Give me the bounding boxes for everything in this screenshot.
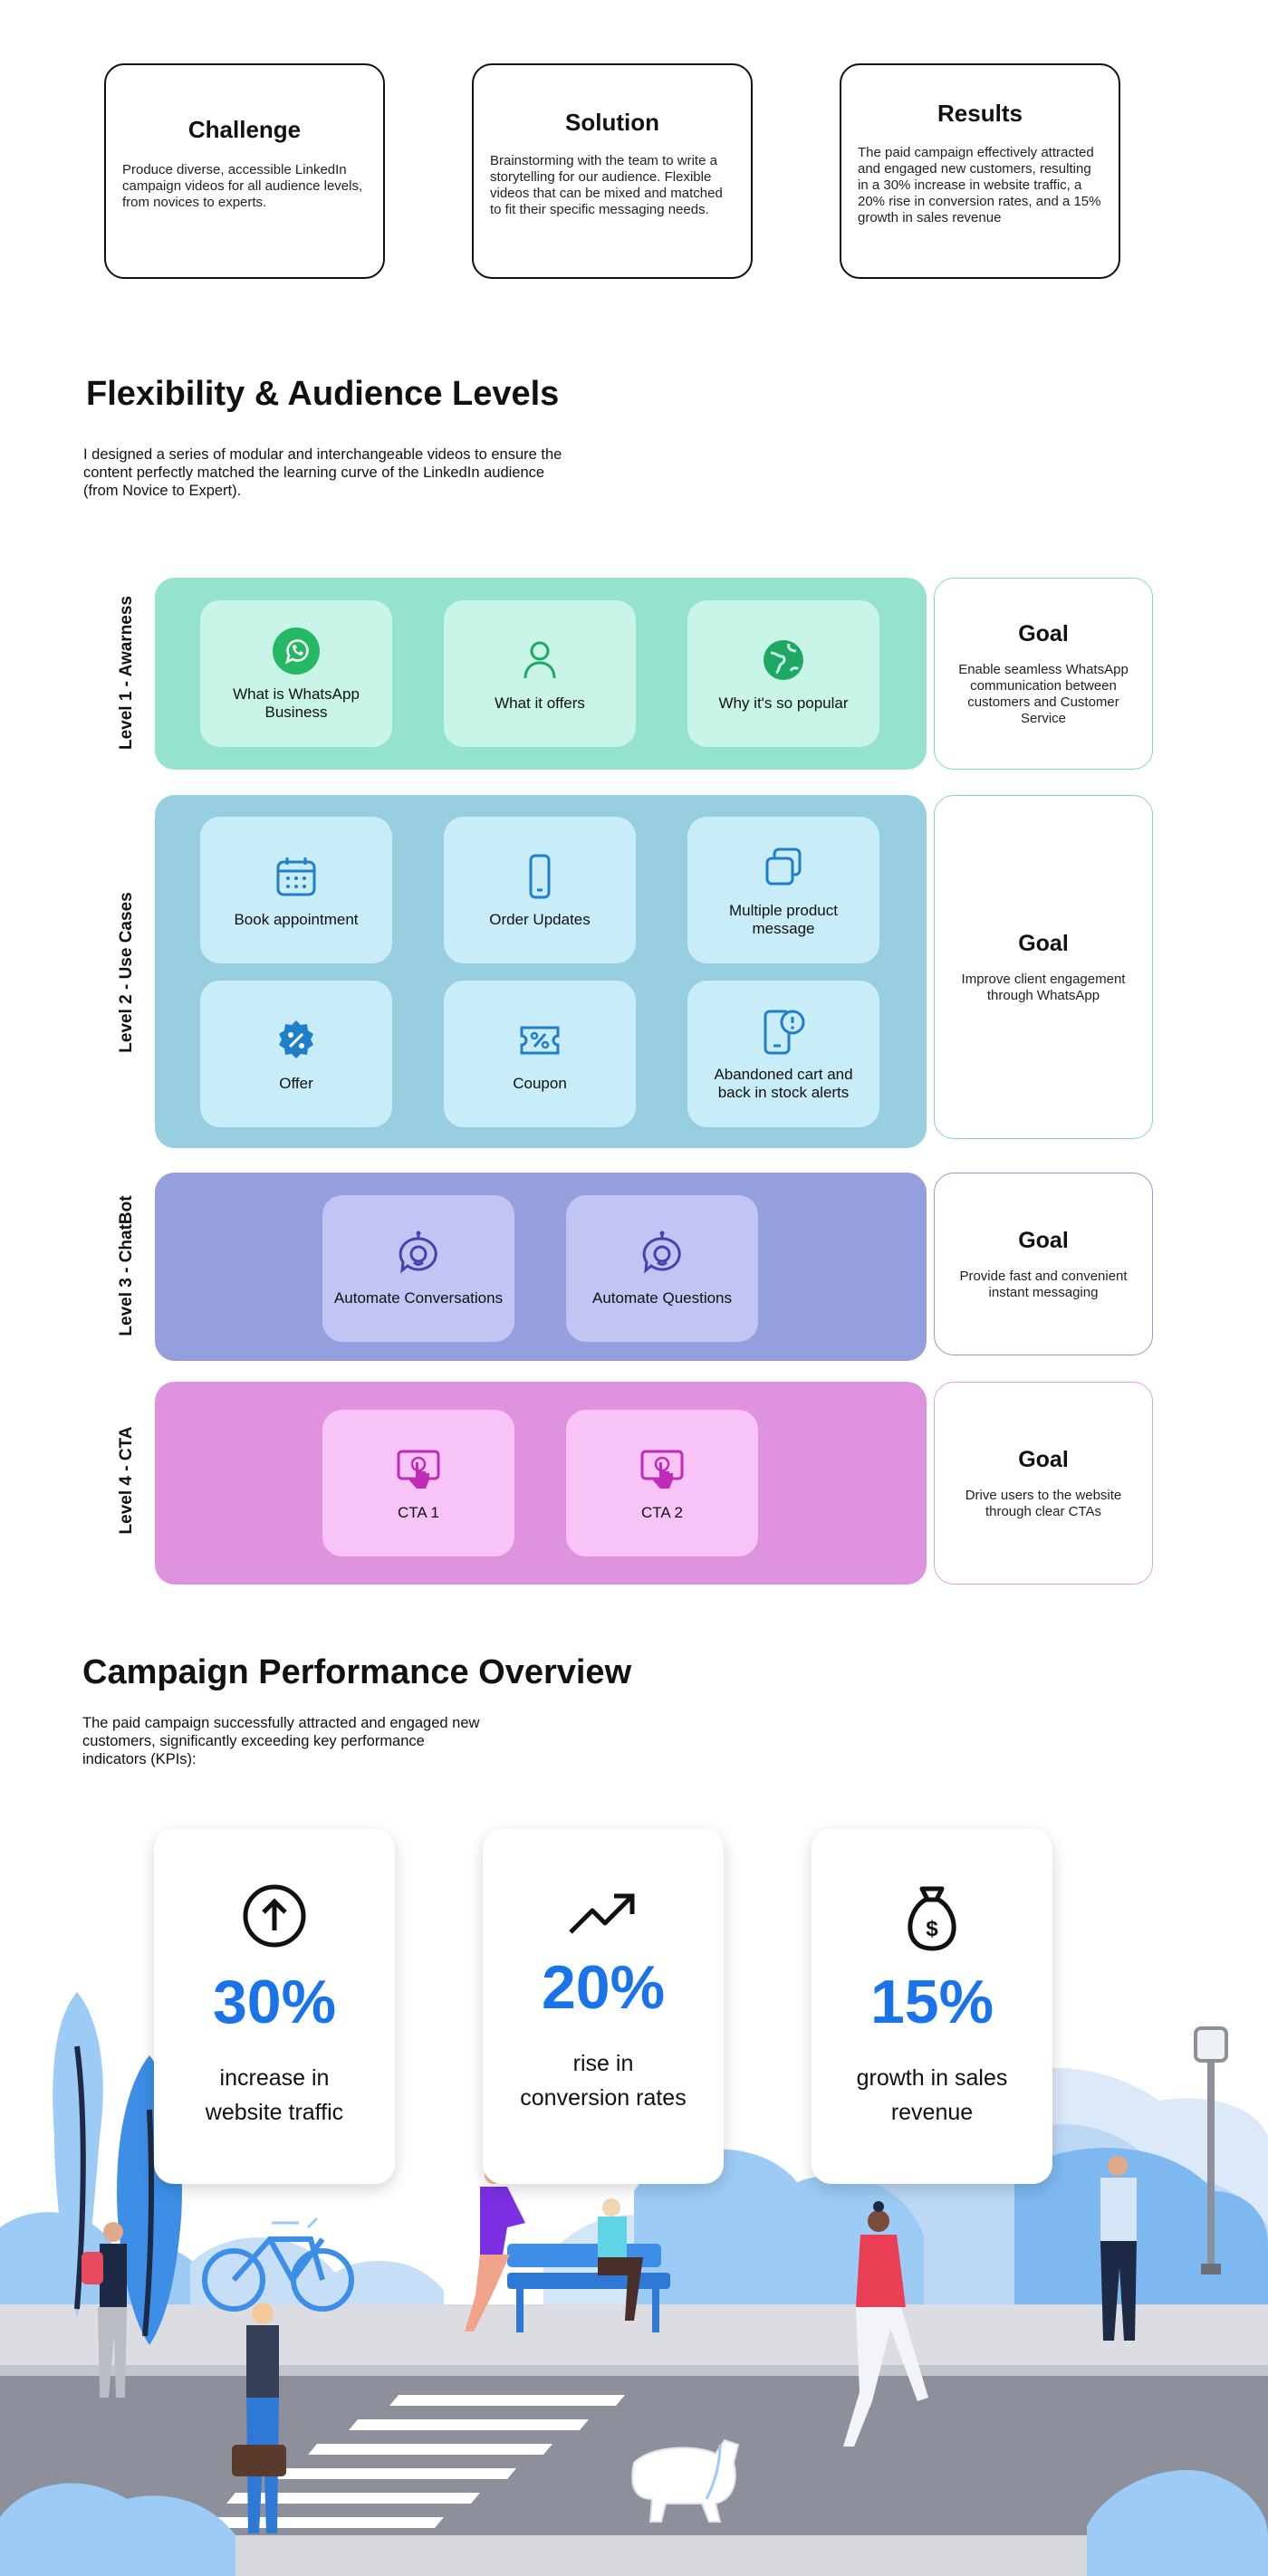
results-card: Results The paid campaign effectively at… bbox=[840, 63, 1120, 279]
goal-text: Improve client engagement through WhatsA… bbox=[961, 971, 1126, 1003]
whatsapp-icon bbox=[271, 626, 322, 676]
level-3-goal-card: Goal Provide fast and convenient instant… bbox=[934, 1173, 1153, 1355]
goal-title: Goal bbox=[1018, 1446, 1069, 1472]
challenge-text: Produce diverse, accessible LinkedIn cam… bbox=[122, 162, 363, 210]
solution-card: Solution Brainstorming with the team to … bbox=[472, 63, 753, 279]
kpi-value: 15% bbox=[869, 1968, 994, 2036]
tile-cta-1[interactable]: CTA 1 bbox=[322, 1410, 514, 1556]
chatbot-icon bbox=[637, 1230, 687, 1280]
phone-alert-icon bbox=[758, 1006, 809, 1057]
kpi-label-line-1: increase in bbox=[219, 2065, 330, 2091]
tile-label: Order Updates bbox=[489, 911, 591, 928]
kpi-label-line-2: revenue bbox=[890, 2100, 974, 2125]
kpi-value: 20% bbox=[541, 1953, 666, 2022]
tile-label: Automate Questions bbox=[591, 1289, 733, 1307]
user-icon bbox=[514, 635, 565, 685]
tile-label: Automate Conversations bbox=[333, 1289, 504, 1307]
kpi-card-conversion-rates: 20% rise in conversion rates bbox=[483, 1829, 724, 2184]
tile-label: Offer bbox=[279, 1075, 313, 1092]
coupon-icon bbox=[514, 1015, 565, 1066]
tile-offer[interactable]: Offer bbox=[200, 981, 392, 1127]
level-3-label: Level 3 - ChatBot bbox=[117, 1195, 136, 1336]
tile-label: Abandoned cart and back in stock alerts bbox=[714, 1066, 853, 1101]
calendar-icon bbox=[271, 851, 322, 902]
discount-badge-icon bbox=[271, 1015, 322, 1066]
tile-why-so-popular[interactable]: Why it's so popular bbox=[687, 600, 879, 747]
tile-label: What it offers bbox=[495, 694, 585, 712]
flexibility-title: Flexibility & Audience Levels bbox=[86, 375, 560, 413]
tile-label: CTA 1 bbox=[398, 1504, 439, 1521]
tile-what-it-offers[interactable]: What it offers bbox=[444, 600, 636, 747]
tile-label: Why it's so popular bbox=[718, 694, 849, 712]
performance-title: Campaign Performance Overview bbox=[82, 1653, 632, 1691]
level-3-panel bbox=[155, 1173, 927, 1361]
kpi-label-line-1: growth in sales bbox=[856, 2065, 1008, 2091]
money-bag-icon: $ bbox=[812, 1882, 1052, 1951]
tile-label: What is WhatsApp Business bbox=[233, 685, 360, 721]
kpi-card-sales-revenue: $ 15% growth in sales revenue bbox=[812, 1829, 1052, 2184]
goal-title: Goal bbox=[1018, 930, 1069, 956]
goal-text: Provide fast and convenient instant mess… bbox=[959, 1268, 1128, 1300]
copy-icon bbox=[758, 842, 809, 893]
tile-what-is-whatsapp-business[interactable]: What is WhatsApp Business bbox=[200, 600, 392, 747]
goal-title: Goal bbox=[1018, 620, 1069, 646]
tile-coupon[interactable]: Coupon bbox=[444, 981, 636, 1127]
chatbot-icon bbox=[393, 1230, 444, 1280]
tile-order-updates[interactable]: Order Updates bbox=[444, 817, 636, 963]
level-2-label: Level 2 - Use Cases bbox=[117, 892, 136, 1053]
challenge-title: Challenge bbox=[187, 116, 302, 143]
flexibility-text: I designed a series of modular and inter… bbox=[83, 446, 562, 499]
tile-label: Book appointment bbox=[234, 911, 359, 928]
solution-title: Solution bbox=[565, 109, 659, 136]
kpi-label-line-2: conversion rates bbox=[520, 2085, 687, 2111]
tap-icon bbox=[393, 1444, 444, 1495]
tile-label: CTA 2 bbox=[641, 1504, 683, 1521]
arrow-up-circle-icon bbox=[154, 1882, 395, 1950]
kpi-label-line-2: website traffic bbox=[205, 2100, 344, 2125]
tile-automate-questions[interactable]: Automate Questions bbox=[566, 1195, 758, 1342]
svg-text:$: $ bbox=[926, 1917, 938, 1941]
phone-icon bbox=[514, 851, 565, 902]
results-title: Results bbox=[937, 100, 1023, 127]
globe-icon bbox=[758, 635, 809, 685]
level-4-panel bbox=[155, 1382, 927, 1585]
level-4-label: Level 4 - CTA bbox=[117, 1426, 136, 1535]
tile-cta-2[interactable]: CTA 2 bbox=[566, 1410, 758, 1556]
tile-multiple-product-message[interactable]: Multiple product message bbox=[687, 817, 879, 963]
results-text: The paid campaign effectively attracted … bbox=[858, 145, 1101, 225]
goal-text: Drive users to the website through clear… bbox=[965, 1487, 1122, 1519]
tile-label: Coupon bbox=[513, 1075, 567, 1092]
level-4-goal-card: Goal Drive users to the website through … bbox=[934, 1382, 1153, 1585]
tile-label: Multiple product message bbox=[728, 902, 838, 937]
level-1-label: Level 1 - Awarness bbox=[117, 595, 136, 751]
trend-up-icon bbox=[483, 1882, 724, 1950]
solution-text: Brainstorming with the team to write a s… bbox=[490, 153, 723, 217]
goal-text: Enable seamless WhatsApp communication b… bbox=[958, 661, 1129, 726]
tile-book-appointment[interactable]: Book appointment bbox=[200, 817, 392, 963]
goal-title: Goal bbox=[1018, 1227, 1069, 1253]
kpi-card-website-traffic: 30% increase in website traffic bbox=[154, 1829, 395, 2184]
level-1-goal-card: Goal Enable seamless WhatsApp communicat… bbox=[934, 578, 1153, 770]
tile-automate-conversations[interactable]: Automate Conversations bbox=[322, 1195, 514, 1342]
challenge-card: Challenge Produce diverse, accessible Li… bbox=[104, 63, 385, 279]
tap-icon bbox=[637, 1444, 687, 1495]
level-2-goal-card: Goal Improve client engagement through W… bbox=[934, 795, 1153, 1139]
kpi-value: 30% bbox=[212, 1968, 337, 2036]
performance-text: The paid campaign successfully attracted… bbox=[82, 1715, 480, 1767]
kpi-label-line-1: rise in bbox=[572, 2051, 634, 2076]
tile-abandoned-cart[interactable]: Abandoned cart and back in stock alerts bbox=[687, 981, 879, 1127]
